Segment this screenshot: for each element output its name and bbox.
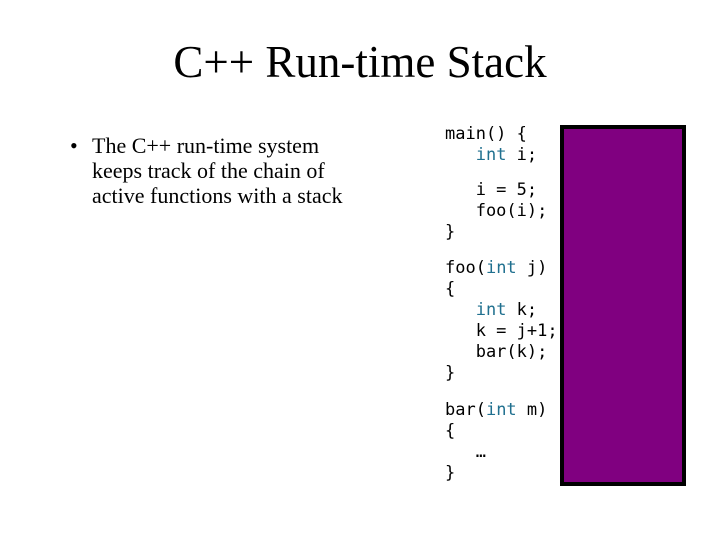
code-line: int k;: [445, 300, 558, 321]
slide-title: C++ Run-time Stack: [173, 37, 547, 87]
code-line: foo(int j): [445, 258, 558, 279]
code-token: {: [445, 279, 456, 299]
code-token: }: [445, 363, 456, 383]
code-token: bar(k);: [445, 342, 548, 362]
code-token: }: [445, 222, 456, 242]
keyword-token: int: [485, 400, 517, 420]
code-column: main() { int i; i = 5; foo(i);}foo(int j…: [445, 124, 558, 484]
code-token: …: [445, 442, 486, 462]
code-line: {: [445, 421, 558, 442]
code-line: k = j+1;: [445, 321, 558, 342]
code-line: [445, 166, 558, 180]
code-line: bar(int m): [445, 400, 558, 421]
keyword-token: int: [485, 258, 517, 278]
code-token: j): [516, 258, 548, 278]
code-block-foo-function: foo(int j){ int k; k = j+1; bar(k);}: [445, 258, 558, 384]
bullet-item: • The C++ run-time system keeps track of…: [70, 133, 420, 208]
code-token: {: [445, 421, 456, 441]
bullet-text: The C++ run-time system keeps track of t…: [92, 133, 343, 208]
code-token: foo(i);: [445, 201, 548, 221]
code-line: int i;: [445, 145, 558, 166]
code-token: foo(: [445, 258, 486, 278]
code-token: i = 5;: [445, 180, 538, 200]
code-token: [445, 300, 476, 320]
code-token: }: [445, 463, 456, 483]
bullet-marker: •: [70, 133, 78, 158]
code-token: bar(: [445, 400, 486, 420]
code-token: i;: [506, 145, 538, 165]
code-line: main() {: [445, 124, 558, 145]
code-block-main-function: main() { int i; i = 5; foo(i);}: [445, 124, 558, 243]
code-line: }: [445, 222, 558, 243]
code-token: main() {: [445, 124, 527, 144]
code-token: [445, 145, 476, 165]
keyword-token: int: [475, 300, 507, 320]
code-line: }: [445, 363, 558, 384]
code-line: {: [445, 279, 558, 300]
code-block-bar-function: bar(int m){ …}: [445, 400, 558, 484]
code-line: bar(k);: [445, 342, 558, 363]
code-line: foo(i);: [445, 201, 558, 222]
code-token: m): [516, 400, 548, 420]
stack-rectangle: [560, 125, 686, 486]
code-line: …: [445, 442, 558, 463]
code-line: }: [445, 463, 558, 484]
code-token: k = j+1;: [445, 321, 558, 341]
code-line: i = 5;: [445, 180, 558, 201]
code-token: k;: [506, 300, 538, 320]
keyword-token: int: [475, 145, 507, 165]
